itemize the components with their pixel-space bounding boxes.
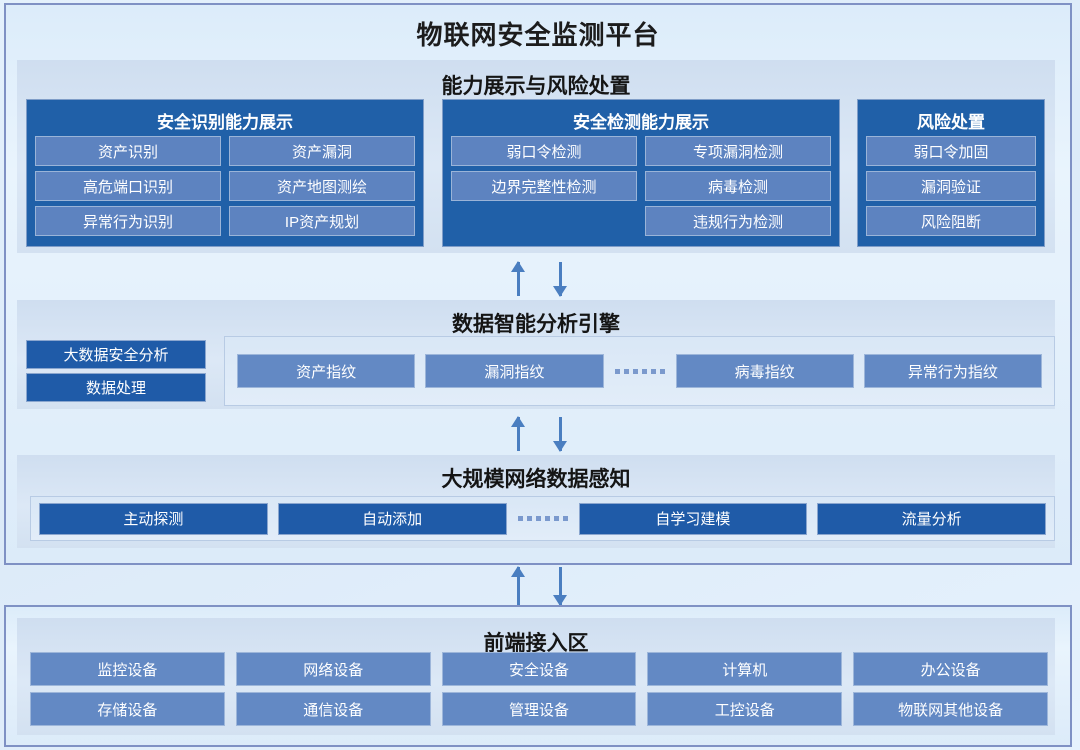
ellipsis-dots-icon — [614, 368, 666, 374]
panel-risk-disposal[interactable]: 风险处置 弱口令加固 漏洞验证 风险阻断 — [857, 99, 1045, 247]
fingerprint-chip[interactable]: 资产指纹 — [237, 354, 416, 388]
capability-chip[interactable]: 异常行为识别 — [35, 206, 221, 236]
engine-chip-bigdata-analysis[interactable]: 大数据安全分析 — [26, 340, 206, 369]
capability-chip[interactable]: 高危端口识别 — [35, 171, 221, 201]
sensing-container: 主动探测 自动添加 自学习建模 流量分析 — [30, 496, 1055, 541]
device-chip[interactable]: 计算机 — [647, 652, 843, 686]
panel-column-left: 弱口令检测 边界完整性检测 — [451, 136, 637, 239]
panel-column-left: 资产识别 高危端口识别 异常行为识别 — [35, 136, 221, 239]
sensing-chip[interactable]: 流量分析 — [817, 502, 1046, 535]
capability-chip[interactable]: 弱口令检测 — [451, 136, 637, 166]
device-chip[interactable]: 安全设备 — [441, 652, 637, 686]
device-chip[interactable]: 通信设备 — [235, 692, 431, 726]
capability-chip[interactable]: 资产识别 — [35, 136, 221, 166]
panel-title: 安全检测能力展示 — [573, 113, 709, 132]
device-chip[interactable]: 管理设备 — [441, 692, 637, 726]
engine-section-title: 数据智能分析引擎 — [452, 313, 620, 336]
capability-chip[interactable]: 边界完整性检测 — [451, 171, 637, 201]
device-chip[interactable]: 监控设备 — [30, 652, 225, 686]
panel-columns: 弱口令加固 漏洞验证 风险阻断 — [866, 136, 1036, 239]
panel-security-detection[interactable]: 安全检测能力展示 弱口令检测 边界完整性检测 专项漏洞检测 病毒检测 违规行为检… — [442, 99, 840, 247]
capability-chip[interactable]: 违规行为检测 — [645, 206, 831, 236]
capability-chip[interactable]: 资产漏洞 — [229, 136, 415, 166]
arrow-down-platform-access — [553, 567, 567, 606]
fingerprint-chip[interactable]: 病毒指纹 — [675, 354, 854, 388]
sensing-chip[interactable]: 主动探测 — [39, 502, 268, 535]
panel-column-right: 专项漏洞检测 病毒检测 违规行为检测 — [645, 136, 831, 239]
device-chip[interactable]: 工控设备 — [647, 692, 843, 726]
engine-chip-data-processing[interactable]: 数据处理 — [26, 373, 206, 402]
panel-title: 风险处置 — [917, 113, 985, 132]
fingerprint-chip[interactable]: 漏洞指纹 — [425, 354, 604, 388]
capability-chip[interactable]: 漏洞验证 — [866, 171, 1036, 201]
capability-chip[interactable]: IP资产规划 — [229, 206, 415, 236]
fingerprint-chip[interactable]: 异常行为指纹 — [863, 354, 1042, 388]
capability-chip[interactable]: 弱口令加固 — [866, 136, 1036, 166]
ellipsis-dots-icon — [517, 516, 569, 521]
engine-left-chips: 大数据安全分析 数据处理 — [26, 340, 206, 402]
device-chip[interactable]: 网络设备 — [235, 652, 431, 686]
device-chip[interactable]: 办公设备 — [853, 652, 1048, 686]
device-chip[interactable]: 物联网其他设备 — [853, 692, 1048, 726]
capability-chip[interactable]: 专项漏洞检测 — [645, 136, 831, 166]
device-chip[interactable]: 存储设备 — [30, 692, 225, 726]
arrow-up-capability-engine — [511, 261, 525, 296]
arrow-down-engine-sensing — [553, 417, 567, 452]
panel-title: 安全识别能力展示 — [157, 113, 293, 132]
capability-chip[interactable]: 资产地图测绘 — [229, 171, 415, 201]
panel-security-identification[interactable]: 安全识别能力展示 资产识别 高危端口识别 异常行为识别 资产漏洞 资产地图测绘 … — [26, 99, 424, 247]
panel-column-left: 弱口令加固 漏洞验证 风险阻断 — [866, 136, 1036, 239]
capability-chip[interactable]: 病毒检测 — [645, 171, 831, 201]
panel-chip-spacer — [451, 206, 637, 236]
panel-columns: 弱口令检测 边界完整性检测 专项漏洞检测 病毒检测 违规行为检测 — [451, 136, 831, 239]
panel-column-right: 资产漏洞 资产地图测绘 IP资产规划 — [229, 136, 415, 239]
capability-section-title: 能力展示与风险处置 — [441, 75, 631, 98]
sensing-chip[interactable]: 自动添加 — [277, 502, 507, 535]
access-section-title: 前端接入区 — [483, 632, 589, 655]
sensing-chip[interactable]: 自学习建模 — [578, 502, 808, 535]
fingerprint-container: 资产指纹 漏洞指纹 病毒指纹 异常行为指纹 — [224, 336, 1055, 406]
arrow-up-engine-sensing — [511, 416, 525, 451]
capability-chip[interactable]: 风险阻断 — [866, 206, 1036, 236]
arrow-down-capability-engine — [553, 262, 567, 297]
panel-columns: 资产识别 高危端口识别 异常行为识别 资产漏洞 资产地图测绘 IP资产规划 — [35, 136, 415, 239]
sensing-section-title: 大规模网络数据感知 — [441, 468, 631, 491]
platform-title: 物联网安全监测平台 — [416, 20, 660, 50]
arrow-up-platform-access — [511, 566, 525, 605]
device-grid: 监控设备 网络设备 安全设备 计算机 办公设备 存储设备 通信设备 管理设备 工… — [30, 652, 1048, 726]
